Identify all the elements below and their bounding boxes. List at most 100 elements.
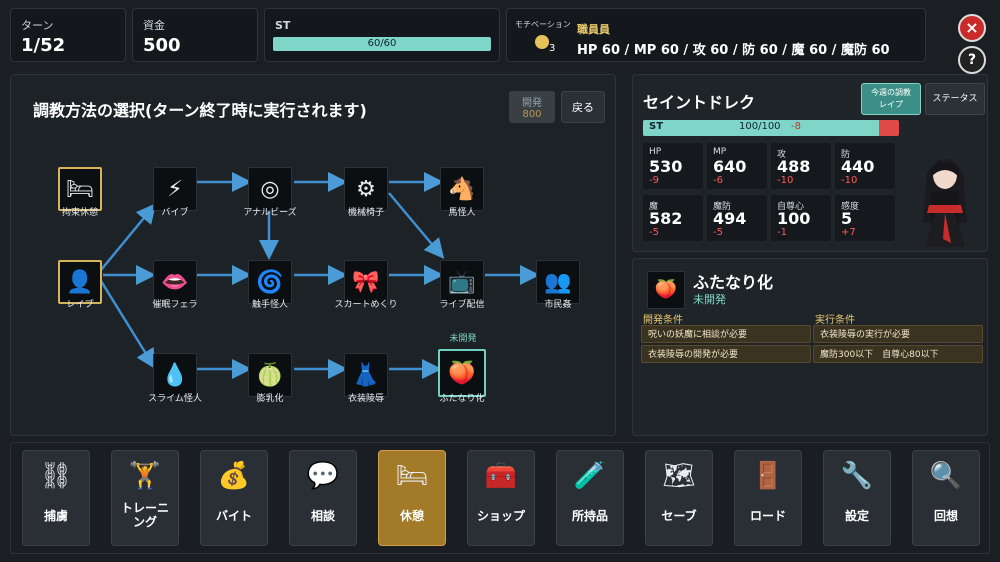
character-st-delta: -8	[791, 121, 801, 132]
turn-label: ターン	[21, 19, 54, 32]
node-slime-monster[interactable]: 💧	[153, 353, 197, 397]
node-hypno[interactable]: 👄	[153, 260, 197, 304]
node-live-stream[interactable]: 📺	[440, 260, 484, 304]
character-st-fill	[643, 120, 879, 136]
node-label: レイプ	[66, 300, 94, 310]
node-label: スカートめくり	[334, 300, 398, 310]
motivation-face-icon	[535, 35, 549, 49]
develop-button[interactable]: 開発 800	[509, 91, 555, 123]
skill-detail-panel: 🍑 ふたなり化 未開発 開発条件 呪いの妖魔に相談が必要 衣装陵辱の開発が必要 …	[632, 258, 988, 436]
node-label: スライム怪人	[148, 394, 202, 404]
training-tree-panel: 調教方法の選択(ターン終了時に実行されます) 開発 800 戻る	[10, 74, 616, 436]
node-label: 衣装陵辱	[347, 394, 384, 404]
character-portrait	[923, 159, 967, 247]
help-icon[interactable]: ?	[958, 46, 986, 74]
node-label: バイブ	[161, 208, 189, 218]
node-rape[interactable]: 👤	[58, 260, 102, 304]
back-button[interactable]: 戻る	[561, 91, 605, 123]
exec-cond-label: 実行条件	[815, 315, 855, 326]
staff-label: 職員員	[577, 23, 610, 36]
tree-title: 調教方法の選択(ターン終了時に実行されます)	[33, 101, 367, 120]
dev-cond-item: 呪いの妖魔に相談が必要	[641, 325, 811, 343]
character-st-value: 100/100	[739, 121, 781, 132]
develop-label: 開発	[522, 98, 542, 109]
node-breast-expansion[interactable]: 🍈	[248, 353, 292, 397]
locked-caption: 未開発	[449, 334, 477, 344]
node-label: アナルビーズ	[243, 208, 297, 218]
menu-rest-button[interactable]: 🛏休憩	[378, 450, 446, 546]
st-label: ST	[275, 19, 291, 32]
menu-recollection-button[interactable]: 🔍回想	[912, 450, 980, 546]
node-futanari[interactable]: 🍑	[438, 349, 486, 397]
node-label: 拘束休憩	[61, 208, 98, 218]
menu-training-button[interactable]: 🏋トレーニ ング	[111, 450, 179, 546]
exec-cond-item: 魔防300以下 自尊心80以下	[813, 345, 983, 363]
menu-inventory-button[interactable]: 🧪所持品	[556, 450, 624, 546]
st-panel: ST 60/60	[264, 8, 500, 62]
menu-job-button[interactable]: 💰バイト	[200, 450, 268, 546]
turn-value: 1/52	[21, 35, 66, 56]
node-label: 馬怪人	[448, 208, 476, 218]
detail-status: 未開発	[693, 293, 726, 306]
node-tentacle-monster[interactable]: 🌀	[248, 260, 292, 304]
st-value: 60/60	[367, 38, 397, 49]
node-costume-assault[interactable]: 👗	[344, 353, 388, 397]
menu-settings-button[interactable]: 🔧設定	[823, 450, 891, 546]
tab-status[interactable]: ステータス	[925, 83, 985, 115]
st-bar: 60/60	[273, 37, 491, 51]
node-skirt-flip[interactable]: 🎀	[344, 260, 388, 304]
dev-cond-item: 衣装陵辱の開発が必要	[641, 345, 811, 363]
money-panel: 資金 500	[132, 8, 258, 62]
dev-cond-label: 開発条件	[643, 315, 683, 326]
node-label: 膨乳化	[256, 394, 284, 404]
node-label: 市民姦	[544, 300, 572, 310]
node-horse-monster[interactable]: 🐴	[440, 167, 484, 211]
node-restraint-rest[interactable]: 🛏	[58, 167, 102, 211]
exec-cond-item: 衣装陵辱の実行が必要	[813, 325, 983, 343]
node-vibe[interactable]: ⚡	[153, 167, 197, 211]
staff-panel: モチベーション 3 職員員 HP 60 / MP 60 / 攻 60 / 防 6…	[506, 8, 926, 62]
menu-consult-button[interactable]: 💬相談	[289, 450, 357, 546]
node-anal-beads[interactable]: ◎	[248, 167, 292, 211]
menu-shop-button[interactable]: 🧰ショップ	[467, 450, 535, 546]
node-label: 触手怪人	[251, 300, 288, 310]
node-machine-chair[interactable]: ⚙	[344, 167, 388, 211]
training-icon: 🏋	[128, 461, 162, 491]
money-label: 資金	[143, 19, 165, 32]
tools-icon: 🔧	[840, 461, 874, 491]
menu-captives-button[interactable]: ⛓捕虜	[22, 450, 90, 546]
detail-title: ふたなり化	[693, 273, 774, 292]
staff-stats: HP 60 / MP 60 / 攻 60 / 防 60 / 魔 60 / 魔防 …	[577, 43, 890, 58]
money-value: 500	[143, 35, 181, 56]
potion-icon: 🧪	[573, 461, 607, 491]
character-st-bar: ST 100/100 -8	[643, 120, 899, 136]
node-citizens[interactable]: 👥	[536, 260, 580, 304]
speech-bubble-icon: 💬	[306, 461, 340, 491]
motivation-label: モチベーション	[515, 20, 571, 29]
develop-cost: 800	[522, 109, 542, 120]
character-name: セイントドレク	[643, 93, 756, 112]
menu-save-button[interactable]: 🗺セーブ	[645, 450, 713, 546]
motivation-value: 3	[549, 43, 556, 54]
menu-load-button[interactable]: 🚪ロード	[734, 450, 802, 546]
node-label: 機械椅子	[347, 208, 384, 218]
tree-connectors	[99, 172, 540, 379]
turn-panel: ターン 1/52	[10, 8, 126, 62]
bed-icon: 🛏	[395, 461, 429, 491]
character-panel: セイントドレク 今週の調教 レイプ ステータス ST 100/100 -8 HP…	[632, 74, 988, 252]
node-label: 催眠フェラ	[152, 300, 198, 310]
close-icon[interactable]: ×	[958, 14, 986, 42]
handcuffs-icon: ⛓	[39, 461, 73, 491]
st-bar-fill	[273, 37, 491, 51]
coins-icon: 💰	[217, 461, 251, 491]
tab-this-week[interactable]: 今週の調教 レイプ	[861, 83, 921, 115]
map-icon: 🗺	[662, 461, 696, 491]
node-label: ライブ配信	[439, 300, 485, 310]
